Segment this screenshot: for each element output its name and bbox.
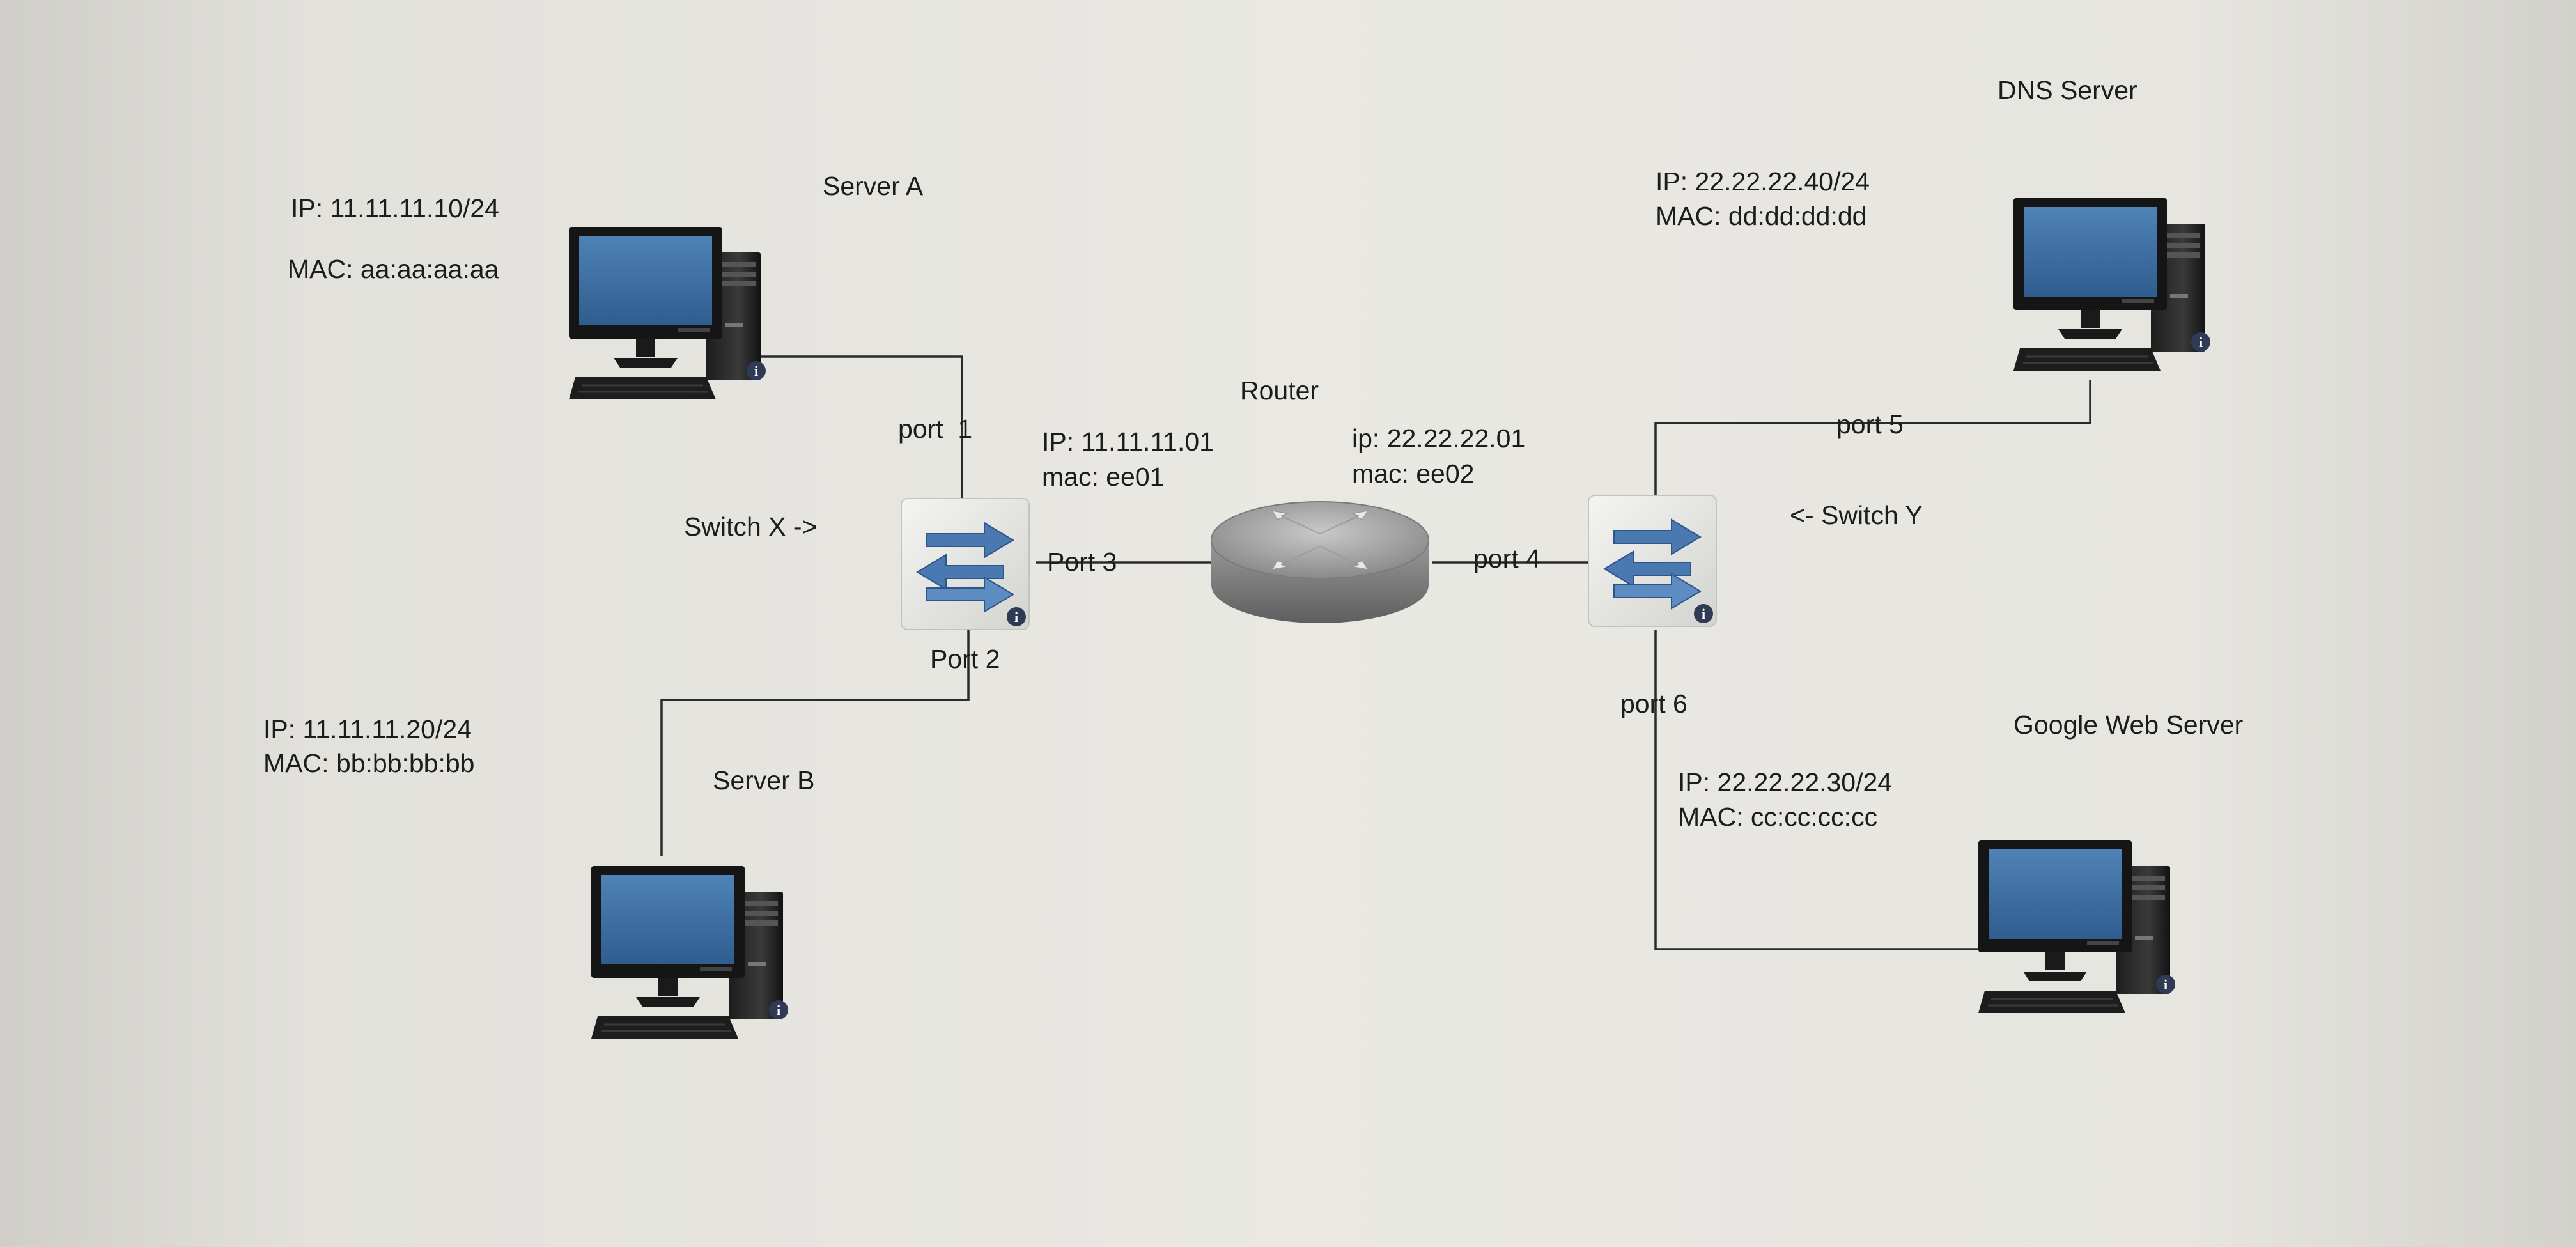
connection-lines — [660, 355, 2091, 950]
server-b-ip: IP: 11.11.11.20/24 — [263, 715, 472, 744]
server-b-computer-icon[interactable]: i — [590, 865, 788, 1040]
router-icon[interactable] — [1211, 501, 1429, 623]
server-a-computer-icon[interactable]: i — [568, 226, 766, 401]
port-3-label: Port 3 — [1047, 547, 1117, 577]
svg-text:i: i — [1014, 609, 1018, 625]
info-icon[interactable]: i — [769, 1000, 788, 1019]
info-icon[interactable]: i — [2156, 975, 2175, 994]
switch-y-icon[interactable]: i — [1588, 495, 1717, 627]
svg-text:i: i — [754, 363, 758, 379]
router-left-ip: IP: 11.11.11.01 — [1042, 427, 1214, 456]
server-a-mac: MAC: aa:aa:aa:aa — [288, 254, 499, 284]
server-a-ip: IP: 11.11.11.10/24 — [291, 194, 499, 223]
router-right-mac: mac: ee02 — [1352, 459, 1474, 488]
svg-text:i: i — [1702, 606, 1705, 622]
svg-text:i: i — [2164, 977, 2168, 993]
server-b-name: Server B — [713, 766, 815, 795]
router-right-ip: ip: 22.22.22.01 — [1352, 424, 1525, 453]
server-b-mac: MAC: bb:bb:bb:bb — [263, 748, 474, 778]
google-web-server-computer-icon[interactable]: i — [1977, 839, 2175, 1014]
svg-text:i: i — [777, 1002, 780, 1018]
info-icon[interactable]: i — [747, 361, 766, 380]
port-2-label: Port 2 — [930, 644, 1000, 674]
info-icon[interactable]: i — [1007, 607, 1026, 626]
google-web-server-mac: MAC: cc:cc:cc:cc — [1678, 802, 1877, 832]
port-6-label: port 6 — [1620, 689, 1688, 718]
info-icon[interactable]: i — [2191, 332, 2210, 352]
switch-x-icon[interactable]: i — [901, 498, 1030, 630]
router-left-mac: mac: ee01 — [1042, 462, 1164, 492]
dns-server-name: DNS Server — [1998, 75, 2138, 105]
link-switch-x-server-b — [660, 630, 970, 856]
port-5-label: port 5 — [1836, 410, 1904, 439]
server-a-name: Server A — [823, 171, 924, 201]
google-web-server-name: Google Web Server — [2013, 710, 2243, 740]
svg-text:i: i — [2199, 334, 2203, 350]
dns-server-computer-icon[interactable]: i — [2012, 197, 2210, 372]
router-name: Router — [1240, 376, 1319, 405]
port-1-label: port 1 — [898, 414, 972, 444]
link-switch-y-dns — [1654, 380, 2091, 495]
dns-server-ip: IP: 22.22.22.40/24 — [1656, 167, 1870, 196]
switch-x-name: Switch X -> — [684, 512, 817, 541]
link-switch-y-google — [1654, 630, 1982, 950]
dns-server-mac: MAC: dd:dd:dd:dd — [1656, 201, 1866, 231]
link-server-a-switch-x — [757, 355, 963, 499]
switch-y-name: <- Switch Y — [1790, 500, 1923, 530]
google-web-server-ip: IP: 22.22.22.30/24 — [1678, 768, 1892, 797]
info-icon[interactable]: i — [1694, 604, 1713, 623]
port-4-label: port 4 — [1473, 544, 1540, 573]
